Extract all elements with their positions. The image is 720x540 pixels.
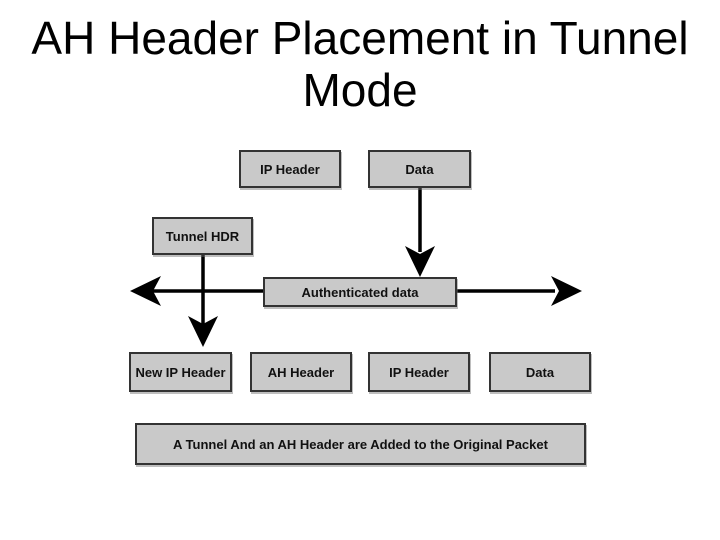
box-ah-header: AH Header <box>250 352 352 392</box>
box-data-bottom: Data <box>489 352 591 392</box>
page-title-line-2: Mode <box>302 64 418 116</box>
caption-box: A Tunnel And an AH Header are Added to t… <box>135 423 586 465</box>
box-authenticated-data: Authenticated data <box>263 277 457 307</box>
box-tunnel-hdr: Tunnel HDR <box>152 217 253 255</box>
page-title-line-1: AH Header Placement in Tunnel <box>31 12 689 64</box>
data-to-authenticated-arrow <box>405 188 435 277</box>
box-data-top: Data <box>368 150 471 188</box>
tunnel-hdr-to-new-ip-header-arrow <box>188 255 218 347</box>
page-title: AH Header Placement in Tunnel Mode <box>0 12 720 116</box>
box-ip-header-bottom: IP Header <box>368 352 470 392</box>
box-new-ip-header: New IP Header <box>129 352 232 392</box>
box-ip-header-top: IP Header <box>239 150 341 188</box>
